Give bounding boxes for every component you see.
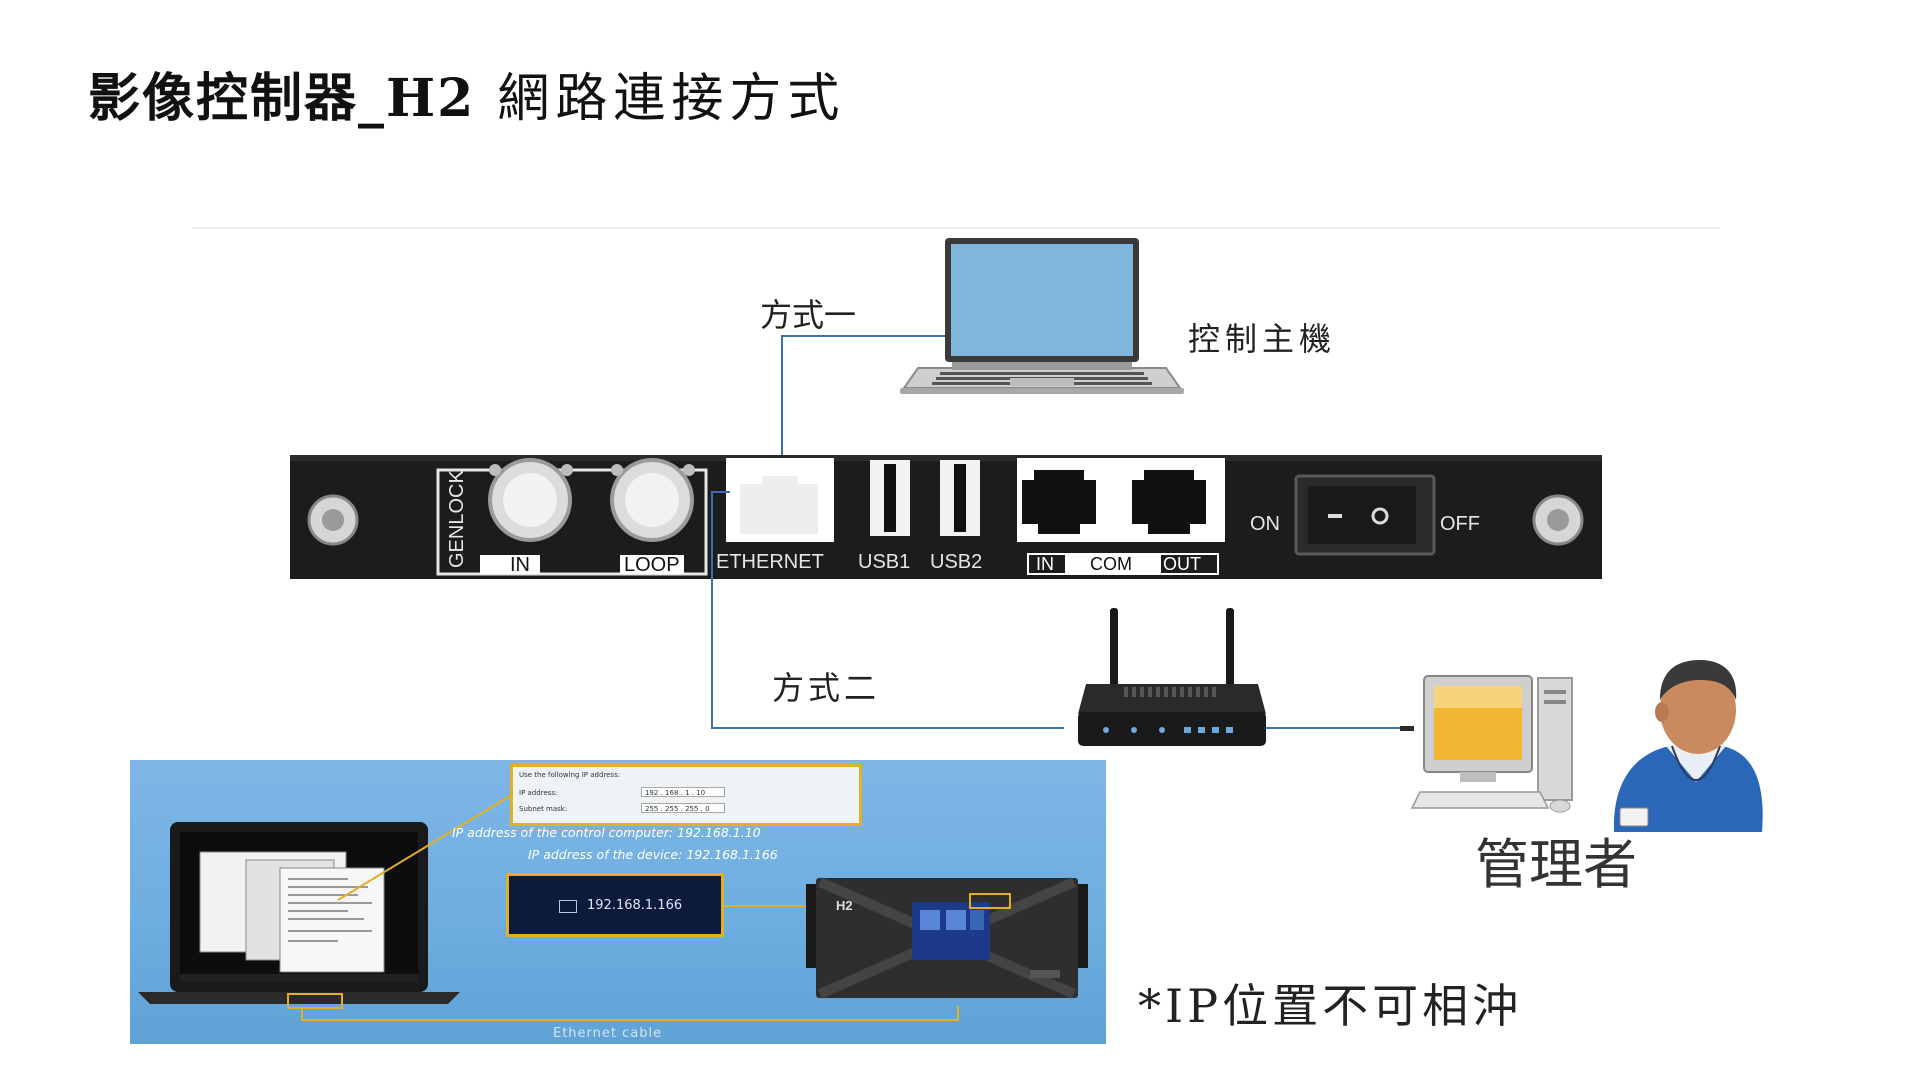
label-administrator: 管理者 (1475, 833, 1637, 896)
laptop-icon (900, 238, 1184, 394)
ethernet-label: ETHERNET (716, 551, 824, 573)
screenshot-device-icon: H2 (806, 877, 1088, 999)
usb2-label: USB2 (930, 551, 982, 573)
person-icon (1613, 660, 1763, 832)
screenshot-graphics: H2 (138, 795, 1088, 1021)
power-on-label: ON (1250, 513, 1280, 535)
title-bold: 影像控制器_H2 (88, 68, 476, 129)
label-way1: 方式一 (760, 296, 857, 334)
label-way2: 方式二 (772, 669, 881, 707)
ethernet-cable-label: Ethernet cable (553, 1026, 663, 1041)
ip-address-field[interactable]: 192 . 168 . 1 . 10 (641, 787, 725, 797)
usb1-label: USB1 (858, 551, 910, 573)
radio-use-following-ip[interactable]: Use the following IP address: (519, 771, 621, 779)
com-out-label: OUT (1163, 554, 1201, 574)
bnc-in-label: IN (510, 554, 530, 576)
connection-line-way1 (781, 335, 945, 486)
screenshot-laptop-icon (138, 822, 460, 1009)
subnet-mask-label: Subnet mask: (519, 805, 568, 813)
device-ip-display: 192.168.1.166 (506, 873, 724, 937)
ip-conflict-note: *IP位置不可相沖 (1138, 979, 1523, 1033)
monitor-icon (559, 900, 577, 913)
title-normal: 網路連接方式 (497, 69, 846, 129)
genlock-label: GENLOCK (446, 470, 468, 568)
power-off-label: OFF (1440, 513, 1480, 535)
device-rear-panel: GENLOCK IN LOOP ETHERNET USB1 USB2 IN CO… (290, 455, 1602, 579)
ip-address-label: IP address: (519, 789, 558, 797)
bnc-loop-label: LOOP (624, 554, 680, 576)
device-brand-label: H2 (836, 898, 853, 913)
ip-settings-dialog: Use the following IP address: IP address… (510, 764, 862, 826)
control-computer-ip-text: IP address of the control computer: 192.… (452, 825, 761, 840)
com-in-label: IN (1036, 554, 1054, 574)
router-icon (1078, 608, 1266, 746)
label-control-host: 控制主機 (1188, 320, 1337, 358)
desktop-computer-icon (1410, 675, 1573, 813)
setup-screenshot: H2 Use the following IP address: IP addr… (130, 760, 1106, 1044)
subnet-mask-field[interactable]: 255 . 255 . 255 . 0 (641, 803, 725, 813)
page-title: 影像控制器_H2 網路連接方式 (88, 56, 845, 131)
com-label: COM (1090, 554, 1132, 574)
device-ip-text: IP address of the device: 192.168.1.166 (528, 847, 778, 862)
connection-line-way2 (711, 491, 1064, 729)
device-ip-value: 192.168.1.166 (587, 898, 683, 913)
